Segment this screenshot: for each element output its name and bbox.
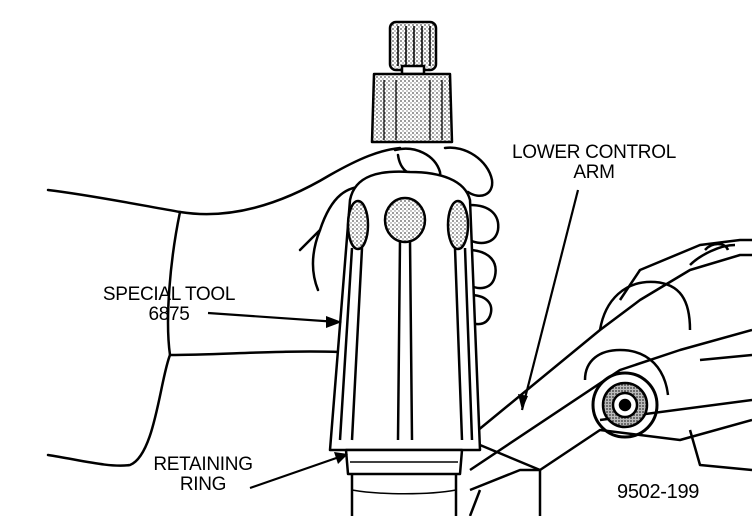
figure-number: 9502-199 — [617, 481, 700, 503]
special-tool-drawing — [328, 20, 482, 516]
lower-control-arm-label-line2: ARM — [573, 162, 615, 183]
arrowheads — [326, 316, 528, 464]
special-tool-label: SPECIAL TOOL 6875 — [94, 285, 244, 325]
lower-control-arm-drawing — [459, 238, 752, 516]
lower-control-arm-label-line1: LOWER CONTROL — [512, 142, 676, 163]
lower-control-arm-label: LOWER CONTROL ARM — [498, 143, 690, 183]
leader-lines — [207, 189, 580, 490]
special-tool-label-line2: 6875 — [148, 304, 190, 325]
retaining-ring-label-line1: RETAINING — [153, 454, 253, 475]
special-tool-label-line1: SPECIAL TOOL — [102, 284, 236, 305]
retaining-ring-label: RETAINING RING — [144, 455, 262, 495]
retaining-ring-label-line2: RING — [179, 474, 227, 495]
